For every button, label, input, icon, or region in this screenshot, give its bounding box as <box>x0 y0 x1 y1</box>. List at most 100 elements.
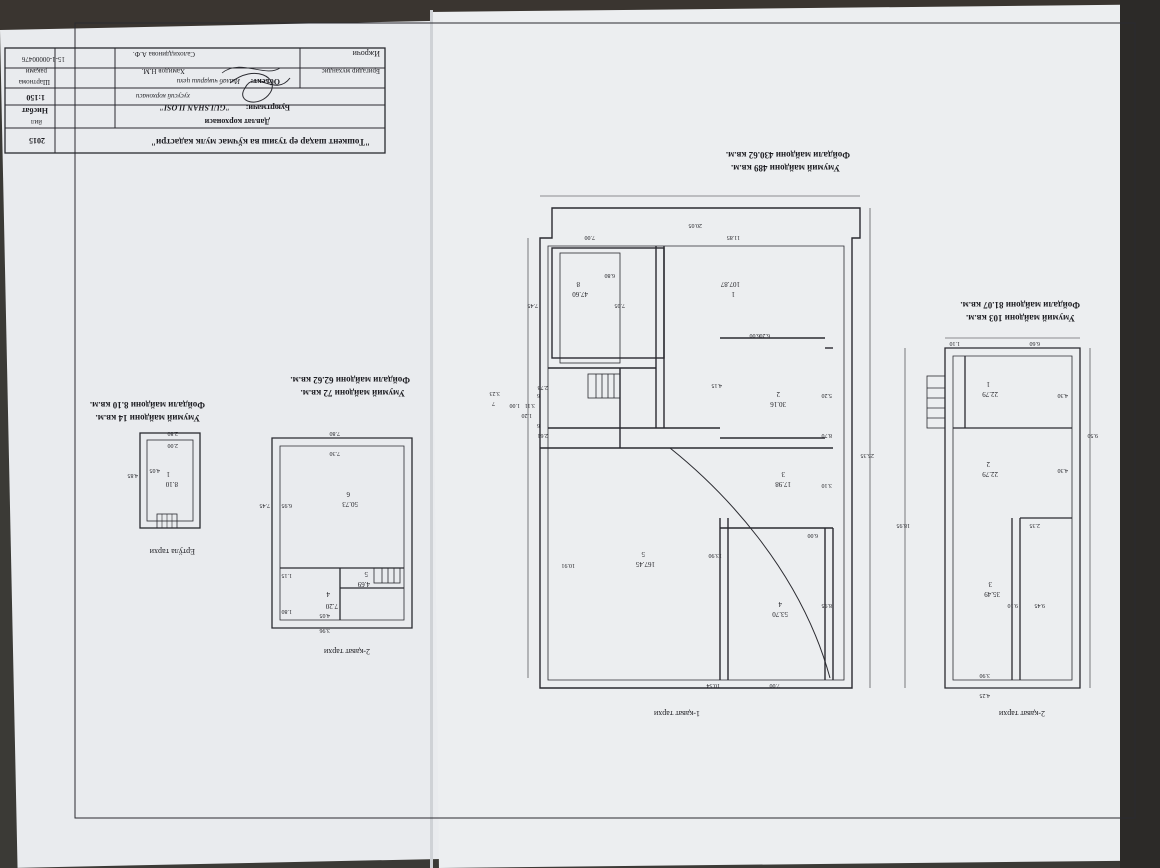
dimension-label: 7.05 <box>614 302 626 308</box>
room-area: 47.60 <box>572 290 588 298</box>
dimension-label: 6.60 <box>1029 340 1041 346</box>
room-area: 107.87 <box>720 280 740 288</box>
room-number: 6 <box>537 422 540 428</box>
dimension-label: 1.20 <box>521 412 533 418</box>
floor2l-caption: 2-қават тархи <box>323 647 370 656</box>
room-area: 3.23 <box>489 390 501 396</box>
dimension-label: 3.10 <box>821 482 833 488</box>
room-number: 1 <box>731 290 736 298</box>
floor1-useful-area: Фойдали майдони 430.62 кв.м. <box>725 150 850 160</box>
contract-number: 15-1-00000476 <box>21 55 65 63</box>
plan-floor1-stairs <box>587 373 621 399</box>
dimension-label: 20.05 <box>688 222 703 228</box>
plan-floor2-right-dimension-lines <box>904 337 1091 688</box>
object-value: Ишлаб чиқариш цехи <box>176 77 240 85</box>
dimension-label: 7.30 <box>329 450 341 456</box>
name-executor: Салохиддинова А.Ф. <box>132 50 195 58</box>
signature <box>229 72 291 103</box>
background-right <box>1120 0 1160 868</box>
dimension-label: 6.20 <box>759 332 771 338</box>
dimension-label: 10.91 <box>561 562 576 568</box>
dimension-label: 8.70 <box>821 432 833 438</box>
dimension-label: 1.00 <box>509 402 521 408</box>
dimension-label: 4.30 <box>1057 392 1069 398</box>
dimension-label: 9.50 <box>1087 432 1099 438</box>
dimension-label: 7.00 <box>769 682 781 688</box>
dimension-label: 2.80 <box>167 430 179 436</box>
basement-useful-area: Фойдали майдони 8.10 кв.м. <box>89 400 205 410</box>
paper-fold <box>430 10 433 868</box>
room-area: 167.45 <box>635 560 655 568</box>
plan-floor2-right-stairs <box>926 375 946 429</box>
room-number: 3 <box>988 580 993 588</box>
sheet-frame <box>74 22 1136 819</box>
dimension-label: 2.35 <box>1029 522 1041 528</box>
dimension-label: 3.90 <box>979 672 991 678</box>
dimension-label: 2.00 <box>167 442 179 448</box>
dimension-label: 4.30 <box>1057 467 1069 473</box>
basement-caption: Ертўла тархи <box>149 547 195 556</box>
dimension-label: 7.45 <box>527 302 539 308</box>
room-number: 7 <box>492 400 495 406</box>
dimension-label: 4.05 <box>149 467 161 473</box>
room-number: 2 <box>776 390 781 398</box>
room-area: 2.73 <box>537 384 549 390</box>
room-area: 35.49 <box>984 590 1000 598</box>
dimension-label: 9.10 <box>1007 602 1019 608</box>
dimension-label: 6.80 <box>604 272 616 278</box>
dimension-label: 3.11 <box>524 402 535 408</box>
role-brigadier: Бригадир мухандис <box>321 67 380 75</box>
basement-total-area: Умумий майдони 14 кв.м. <box>95 413 200 423</box>
floor2l-total-area: Умумий майдони 72 кв.м. <box>300 388 405 398</box>
plan-floor1-dimension-lines <box>527 195 871 688</box>
room-number: 5 <box>364 570 369 578</box>
room-area: 53.70 <box>772 610 788 618</box>
dimension-label: 7.45 <box>259 502 271 508</box>
room-number: 5 <box>641 550 646 558</box>
dimension-label: 11.85 <box>726 234 740 240</box>
year-label: йил <box>31 118 42 126</box>
dimension-label: 6.00 <box>749 332 761 338</box>
dimension-label: 4.05 <box>319 612 331 618</box>
room-number: 1 <box>986 380 991 388</box>
client-subtitle: хусусий корхонаси <box>135 92 190 100</box>
floor2r-caption: 2-қават тархи <box>998 709 1045 718</box>
contract-label-2: рақами <box>25 67 47 75</box>
room-area: 4.69 <box>357 580 370 588</box>
dimension-label: 1.15 <box>281 572 293 578</box>
year-value: 2015 <box>29 136 45 145</box>
room-area: 17.98 <box>775 480 791 488</box>
dimension-label: 25.35 <box>860 452 875 458</box>
room-area: 50.73 <box>342 500 358 508</box>
dimension-label: 3.96 <box>319 627 331 633</box>
object-label: Объект: <box>250 77 280 86</box>
floor2r-total-area: Умумий майдони 103 кв.м. <box>966 313 1075 323</box>
dimension-label: 13.90 <box>708 552 723 558</box>
dimension-label: 4.85 <box>127 472 139 478</box>
dimension-label: 6.95 <box>281 502 293 508</box>
floor2r-useful-area: Фойдали майдони 81.07 кв.м. <box>960 300 1080 310</box>
room-number: 8 <box>576 280 581 288</box>
plan-floor2-left-walls <box>271 437 413 629</box>
room-number: 6 <box>346 490 351 498</box>
dimension-label: 4.25 <box>979 692 991 698</box>
role-executor: Ижрочи <box>352 49 380 58</box>
organization-name: "Тошкент шаҳар ер тузиш ва кўчмас мулк к… <box>151 137 370 147</box>
room-area: 2.61 <box>537 432 549 438</box>
department-name: Давлат корхонаси <box>204 117 270 126</box>
room-area: 30.16 <box>770 400 786 408</box>
dimension-label: 18.95 <box>896 522 911 528</box>
floor1-total-area: Умумий майдони 489 кв.м. <box>731 163 840 173</box>
plan-floor2-right-walls <box>944 347 1081 689</box>
dimension-label: 1.10 <box>949 340 961 346</box>
dimension-label: 4.15 <box>711 382 723 388</box>
dimension-label: 7.00 <box>584 234 596 240</box>
room-number: 6 <box>537 392 540 398</box>
dimension-label: 9.45 <box>1034 602 1046 608</box>
room-area: 22.79 <box>982 390 998 398</box>
dimension-label: 5.20 <box>821 392 833 398</box>
plan-basement-walls <box>139 432 201 529</box>
room-number: 4 <box>778 600 783 608</box>
